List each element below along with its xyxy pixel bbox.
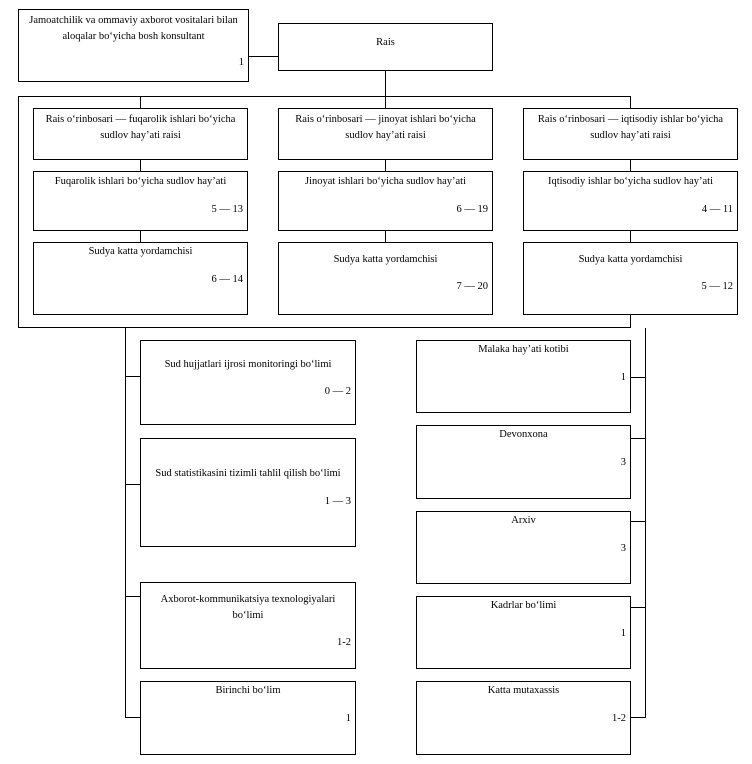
left-unit-statistics-num: 1 — 3 (324, 496, 351, 507)
panel-civil-num: 5 — 13 (211, 204, 244, 215)
right-unit-archive-num: 3 (620, 543, 626, 554)
assistant-civil-box: Sudya katta yordamchisi 6 — 14 (33, 242, 248, 315)
left-unit-statistics: Sud statistikasini tizimli tahlil qilish… (140, 438, 356, 547)
panel-economic-title: Iqtisodiy ishlar bo‘yicha sudlov hay’ati (547, 176, 714, 187)
panel-criminal-title: Jinoyat ishlari bo‘yicha sudlov hay’ati (305, 176, 466, 187)
connector-rais-frame (385, 70, 386, 96)
panel-criminal-num: 6 — 19 (456, 204, 489, 215)
left-branch-1 (125, 376, 140, 377)
left-unit-first-title: Birinchi bo‘lim (215, 685, 281, 696)
left-unit-first-num: 1 (345, 713, 351, 724)
left-spine-bottom (125, 717, 140, 718)
panel-civil-box: Fuqarolik ishlari bo‘yicha sudlov hay’at… (33, 171, 248, 231)
assistant-economic-title: Sudya katta yordamchisi (578, 254, 683, 265)
assistant-civil-title: Sudya katta yordamchisi (88, 246, 193, 257)
right-unit-qualification-title: Malaka hay’ati kotibi (478, 344, 569, 355)
connector-col1-low (140, 230, 141, 242)
right-unit-qualification-num: 1 (620, 372, 626, 383)
rais-box: Rais (278, 23, 493, 71)
deputy-economic-box: Rais o‘rinbosari — iqtisodiy ishlar bo‘y… (523, 108, 738, 160)
deputy-civil-title: Rais o‘rinbosari — fuqarolik ishlari bo‘… (45, 114, 236, 141)
right-branch-1 (631, 377, 646, 378)
left-unit-ict: Axborot-kommunikatsiya texnologiyalari b… (140, 582, 356, 669)
right-unit-chancery: Devonxona 3 (416, 425, 631, 499)
left-branch-2 (125, 484, 140, 485)
consultant-box: Jamoatchilik va ommaviy axborot vositala… (18, 9, 249, 82)
connector-col3-top (630, 96, 631, 108)
connector-col1-top (140, 96, 141, 108)
left-unit-ict-title: Axborot-kommunikatsiya texnologiyalari b… (160, 594, 336, 621)
right-unit-specialist-num: 1-2 (612, 713, 626, 724)
panel-economic-box: Iqtisodiy ishlar bo‘yicha sudlov hay’ati… (523, 171, 738, 231)
left-unit-first: Birinchi bo‘lim 1 (140, 681, 356, 755)
deputy-civil-box: Rais o‘rinbosari — fuqarolik ishlari bo‘… (33, 108, 248, 160)
left-unit-ict-num: 1-2 (337, 637, 351, 648)
connector-col1-mid (140, 159, 141, 171)
deputy-criminal-box: Rais o‘rinbosari — jinoyat ishlari bo‘yi… (278, 108, 493, 160)
deputy-criminal-title: Rais o‘rinbosari — jinoyat ishlari bo‘yi… (295, 114, 476, 141)
right-unit-personnel-title: Kadrlar bo‘limi (490, 600, 557, 611)
connector-col2-top (385, 96, 386, 108)
rais-title: Rais (376, 37, 395, 48)
left-unit-statistics-title: Sud statistikasini tizimli tahlil qilish… (155, 468, 341, 479)
right-branch-2 (631, 438, 646, 439)
right-unit-archive-title: Arxiv (511, 515, 536, 526)
connector-consultant-rais (248, 56, 278, 57)
left-unit-monitoring: Sud hujjatlari ijrosi monitoringi bo‘lim… (140, 340, 356, 425)
assistant-economic-num: 5 — 12 (701, 281, 734, 292)
left-unit-monitoring-title: Sud hujjatlari ijrosi monitoringi bo‘lim… (164, 359, 332, 370)
assistant-civil-num: 6 — 14 (211, 274, 244, 285)
right-unit-personnel: Kadrlar bo‘limi 1 (416, 596, 631, 669)
right-unit-archive: Arxiv 3 (416, 511, 631, 584)
right-unit-qualification: Malaka hay’ati kotibi 1 (416, 340, 631, 413)
connector-col2-low (385, 230, 386, 242)
left-branch-3 (125, 596, 140, 597)
right-unit-specialist: Katta mutaxassis 1-2 (416, 681, 631, 755)
right-unit-chancery-num: 3 (620, 457, 626, 468)
left-spine (125, 328, 126, 717)
consultant-title: Jamoatchilik va ommaviy axborot vositala… (29, 15, 238, 42)
assistant-criminal-title: Sudya katta yordamchisi (333, 254, 438, 265)
right-spine (645, 328, 646, 717)
connector-col3-low (630, 230, 631, 242)
right-unit-personnel-num: 1 (620, 628, 626, 639)
panel-criminal-box: Jinoyat ishlari bo‘yicha sudlov hay’ati … (278, 171, 493, 231)
consultant-num: 1 (238, 57, 244, 68)
connector-col3-mid (630, 159, 631, 171)
right-unit-chancery-title: Devonxona (499, 429, 548, 440)
assistant-economic-box: Sudya katta yordamchisi 5 — 12 (523, 242, 738, 315)
assistant-criminal-num: 7 — 20 (456, 281, 489, 292)
panel-civil-title: Fuqarolik ishlari bo‘yicha sudlov hay’at… (54, 176, 227, 187)
right-spine-bottom (631, 717, 646, 718)
panel-economic-num: 4 — 11 (701, 204, 733, 215)
right-branch-4 (631, 607, 646, 608)
connector-col2-mid (385, 159, 386, 171)
deputy-economic-title: Rais o‘rinbosari — iqtisodiy ishlar bo‘y… (537, 114, 724, 141)
right-unit-specialist-title: Katta mutaxassis (487, 685, 560, 696)
left-unit-monitoring-num: 0 — 2 (324, 386, 351, 397)
assistant-criminal-box: Sudya katta yordamchisi 7 — 20 (278, 242, 493, 315)
right-branch-3 (631, 521, 646, 522)
